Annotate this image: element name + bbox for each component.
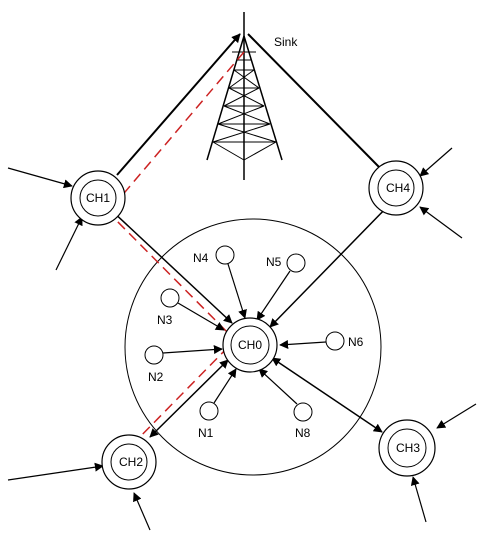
node-n8: N8 [293,402,313,440]
n4-label: N4 [193,251,209,265]
cluster-head-ch4: CH4 [368,160,424,216]
inbound-ch2-a [7,462,104,481]
n6-label: N6 [348,335,364,349]
n3-label: N3 [157,313,173,327]
n2-label: N2 [148,370,164,384]
link-ch1-sink [116,33,241,176]
node-n6: N6 [325,331,364,351]
inbound-ch3-a [436,403,477,429]
inbound-ch4-b [419,206,463,239]
cluster-head-ch0: CH0 [222,317,278,373]
link-n5-ch0 [256,270,291,321]
inbound-ch1-a [7,167,73,189]
ch0-label: CH0 [238,338,262,352]
cluster-head-ch3: CH3 [378,419,436,477]
inbound-ch4-a [419,147,453,177]
inbound-ch1-b [55,216,83,271]
radio-tower-icon [206,12,283,180]
cluster-boundary [124,218,382,476]
link-n8-ch0 [258,368,298,405]
sink-label: Sink [274,35,298,49]
link-n1-ch0 [213,368,237,404]
ch3-label: CH3 [396,441,420,455]
link-ch0-ch3 [271,357,383,433]
ch2-label: CH2 [119,455,143,469]
node-n4: N4 [193,245,235,265]
link-n3-ch0 [177,302,225,331]
n1-label: N1 [198,426,214,440]
link-n6-ch0 [279,339,327,349]
node-n3: N3 [157,288,180,327]
ch4-label: CH4 [386,181,410,195]
inbound-ch3-b [410,476,427,523]
cluster-head-ch2: CH2 [101,434,157,490]
ch1-label: CH1 [86,191,110,205]
n8-label: N8 [295,426,311,440]
node-n1: N1 [198,401,219,440]
node-n2: N2 [144,345,164,384]
link-ch0-ch2 [149,359,229,438]
link-n2-ch0 [162,345,223,355]
link-ch0-ch1 [109,208,233,324]
inbound-ch2-b [133,492,151,531]
cluster-head-ch1: CH1 [70,170,126,226]
link-ch0-ch4 [269,202,392,328]
link-n4-ch0 [227,263,247,319]
route-path [106,51,245,445]
node-n5: N5 [266,253,306,273]
link-ch4-sink [247,33,381,169]
n5-label: N5 [266,255,282,269]
